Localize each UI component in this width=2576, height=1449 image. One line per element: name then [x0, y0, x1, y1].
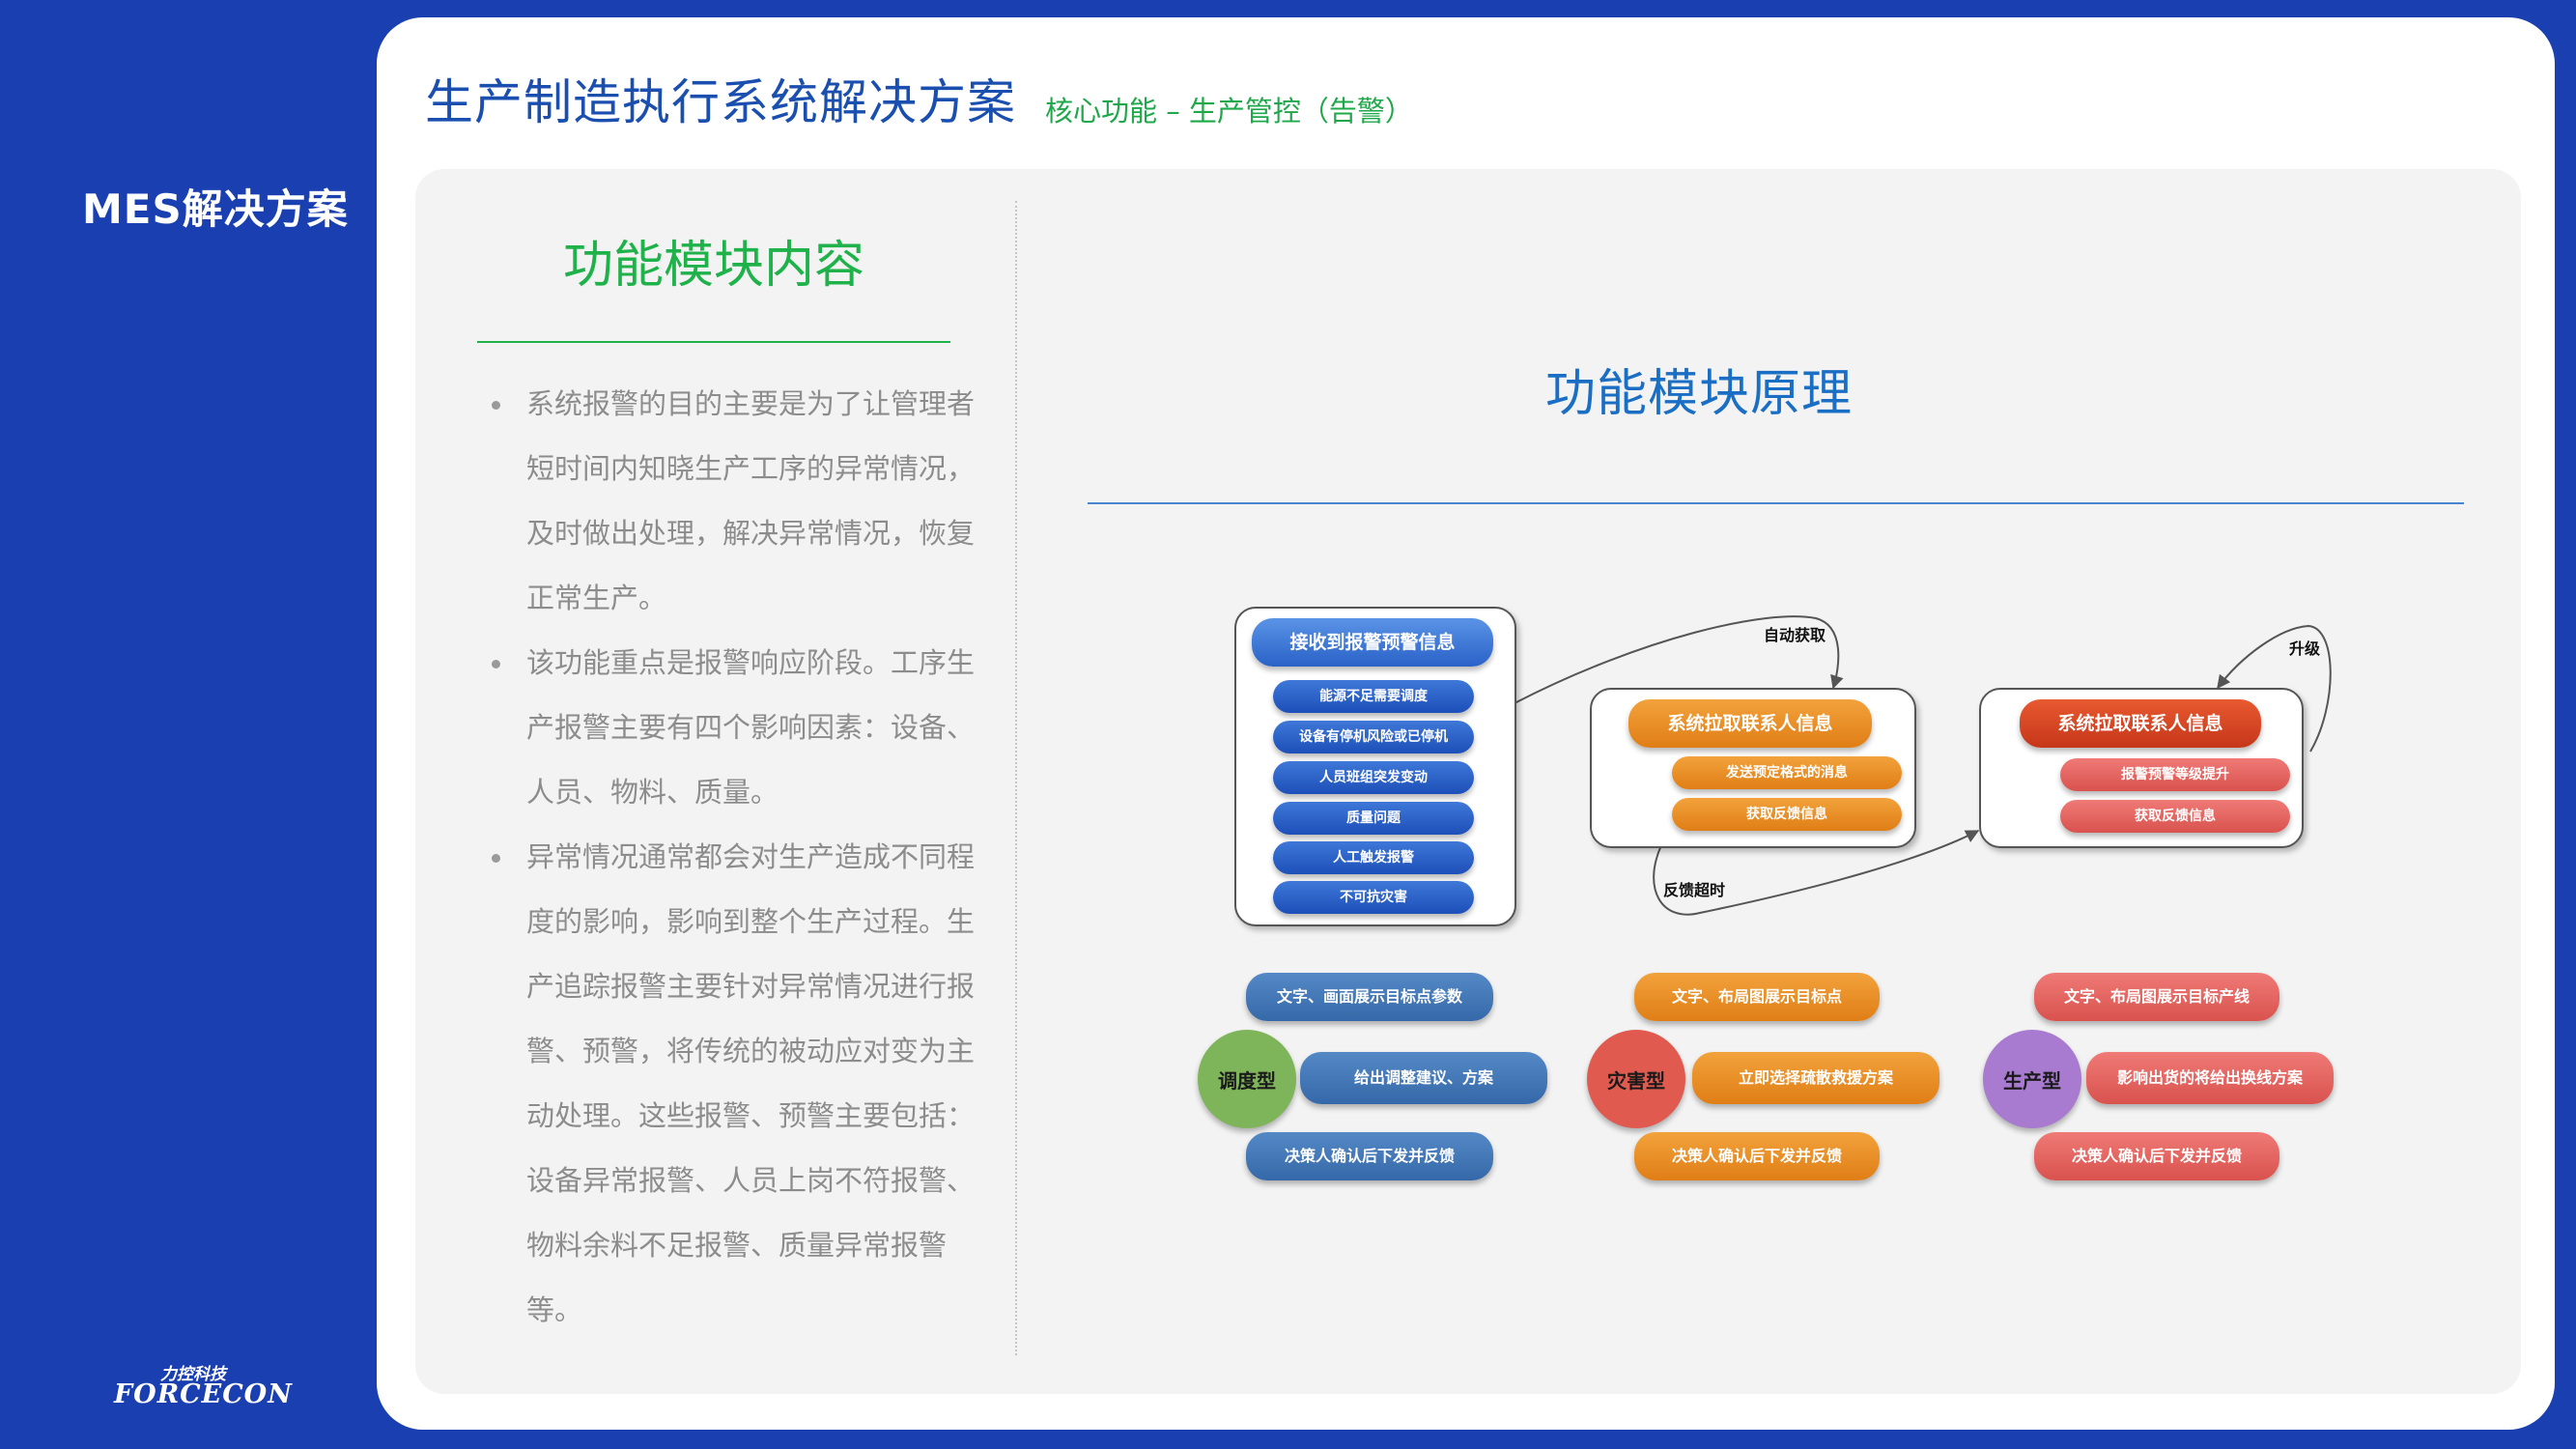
right-heading-rule: [1088, 502, 2464, 504]
contact-info-item: 发送预定格式的消息: [1672, 756, 1902, 789]
alert-source-item: 不可抗灾害: [1273, 881, 1474, 914]
left-heading: 功能模块内容: [562, 237, 864, 295]
left-heading-rule: [477, 341, 950, 343]
company-logo: 力控科技 FORCECON: [114, 1360, 292, 1410]
contact-info-title: 系统拉取联系人信息: [1628, 699, 1872, 748]
sidebar-title: MES解决方案: [82, 185, 349, 233]
page-subtitle: 核心功能 – 生产管控（告警）: [1045, 95, 1413, 128]
right-heading: 功能模块原理: [1545, 365, 1854, 423]
arrow-label-timeout: 反馈超时: [1663, 881, 1726, 899]
page-title: 生产制造执行系统解决方案: [425, 74, 1016, 130]
type-disaster-middle: 立即选择疏散救援方案: [1692, 1052, 1939, 1104]
type-dispatch-middle: 给出调整建议、方案: [1300, 1052, 1547, 1104]
logo-cn: 力控科技: [160, 1365, 226, 1384]
arrow-label-auto-fetch: 自动获取: [1764, 626, 1826, 644]
alert-source-item: 能源不足需要调度: [1273, 680, 1474, 713]
bullet-list: 系统报警的目的主要是为了让管理者短时间内知晓生产工序的异常情况，及时做出处理，解…: [488, 372, 990, 1343]
receive-alert-title: 接收到报警预警信息: [1252, 618, 1493, 667]
bullet-item: 系统报警的目的主要是为了让管理者短时间内知晓生产工序的异常情况，及时做出处理，解…: [488, 372, 990, 631]
bullet-item: 该功能重点是报警响应阶段。工序生产报警主要有四个影响因素：设备、人员、物料、质量…: [488, 631, 990, 825]
type-disaster-top: 文字、布局图展示目标点: [1634, 973, 1880, 1021]
type-disaster-bottom: 决策人确认后下发并反馈: [1634, 1132, 1880, 1180]
arrow-label-upgrade: 升级: [2289, 639, 2321, 658]
type-production-circle: 生产型: [1983, 1030, 2081, 1128]
alert-source-item: 设备有停机风险或已停机: [1273, 721, 1474, 753]
contact-info-item: 获取反馈信息: [1672, 798, 1902, 831]
escalate-title: 系统拉取联系人信息: [2020, 699, 2261, 748]
bullet-item: 异常情况通常都会对生产造成不同程度的影响，影响到整个生产过程。生产追踪报警主要针…: [488, 825, 990, 1343]
escalate-item: 报警预警等级提升: [2060, 758, 2290, 791]
type-production-top: 文字、布局图展示目标产线: [2034, 973, 2279, 1021]
vertical-divider: [1015, 201, 1017, 1355]
type-production-middle: 影响出货的将给出换线方案: [2086, 1052, 2334, 1104]
alert-source-item: 质量问题: [1273, 802, 1474, 835]
escalate-item: 获取反馈信息: [2060, 800, 2290, 833]
type-dispatch-top: 文字、画面展示目标点参数: [1246, 973, 1493, 1021]
alert-source-item: 人员班组突发变动: [1273, 761, 1474, 794]
type-dispatch-circle: 调度型: [1198, 1030, 1296, 1128]
logo-en: FORCECON: [114, 1379, 293, 1409]
alert-source-item: 人工触发报警: [1273, 841, 1474, 874]
type-production-bottom: 决策人确认后下发并反馈: [2034, 1132, 2279, 1180]
type-disaster-circle: 灾害型: [1587, 1030, 1685, 1128]
type-dispatch-bottom: 决策人确认后下发并反馈: [1246, 1132, 1493, 1180]
